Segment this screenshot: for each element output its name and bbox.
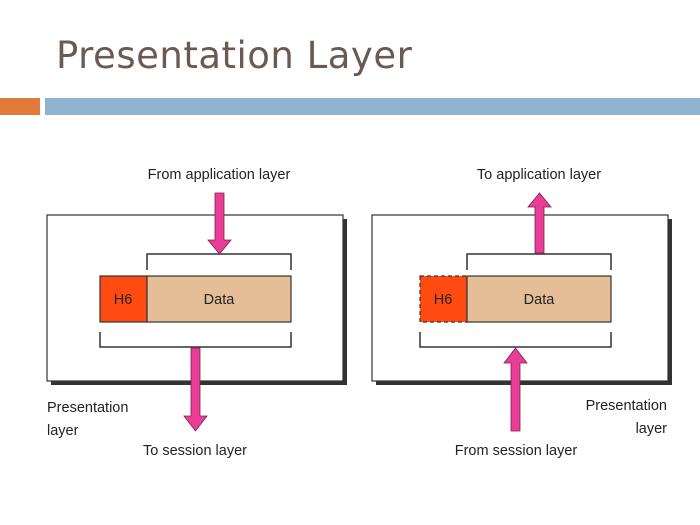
- receiver-top-label: To application layer: [477, 167, 601, 183]
- receiver-data-label: Data: [524, 292, 556, 308]
- arrow-down-from-application-icon: [207, 192, 232, 255]
- accent-bar-orange: [0, 98, 40, 115]
- sender-header-label: H6: [114, 292, 133, 308]
- sender-data-label: Data: [204, 292, 236, 308]
- sender-layer-label-line2: layer: [47, 423, 79, 439]
- sender-data-block: [146, 275, 292, 323]
- arrow-up-from-session-icon: [503, 347, 528, 432]
- receiver-layer-label-line2: layer: [636, 421, 668, 437]
- receiver-bottom-label: From session layer: [455, 443, 578, 459]
- arrow-down-to-session-icon: [183, 347, 208, 432]
- receiver-bottom-bracket: [419, 332, 612, 348]
- receiver-top-bracket: [466, 253, 612, 270]
- receiver-panel: H6 Data To application layer From sessio…: [371, 167, 672, 459]
- sender-bottom-label: To session layer: [143, 443, 247, 459]
- sender-panel: H6 Data From application layer To sessio…: [46, 167, 347, 459]
- sender-bottom-bracket: [99, 332, 292, 348]
- receiver-data-block: [466, 275, 612, 323]
- slide-title: Presentation Layer: [56, 34, 413, 77]
- sender-layer-label-line1: Presentation: [47, 400, 128, 416]
- sender-top-label: From application layer: [148, 167, 291, 183]
- arrow-up-to-application-icon: [527, 192, 552, 254]
- receiver-header-label: H6: [434, 292, 453, 308]
- receiver-layer-label-line1: Presentation: [586, 398, 667, 414]
- accent-bar-blue: [45, 98, 700, 115]
